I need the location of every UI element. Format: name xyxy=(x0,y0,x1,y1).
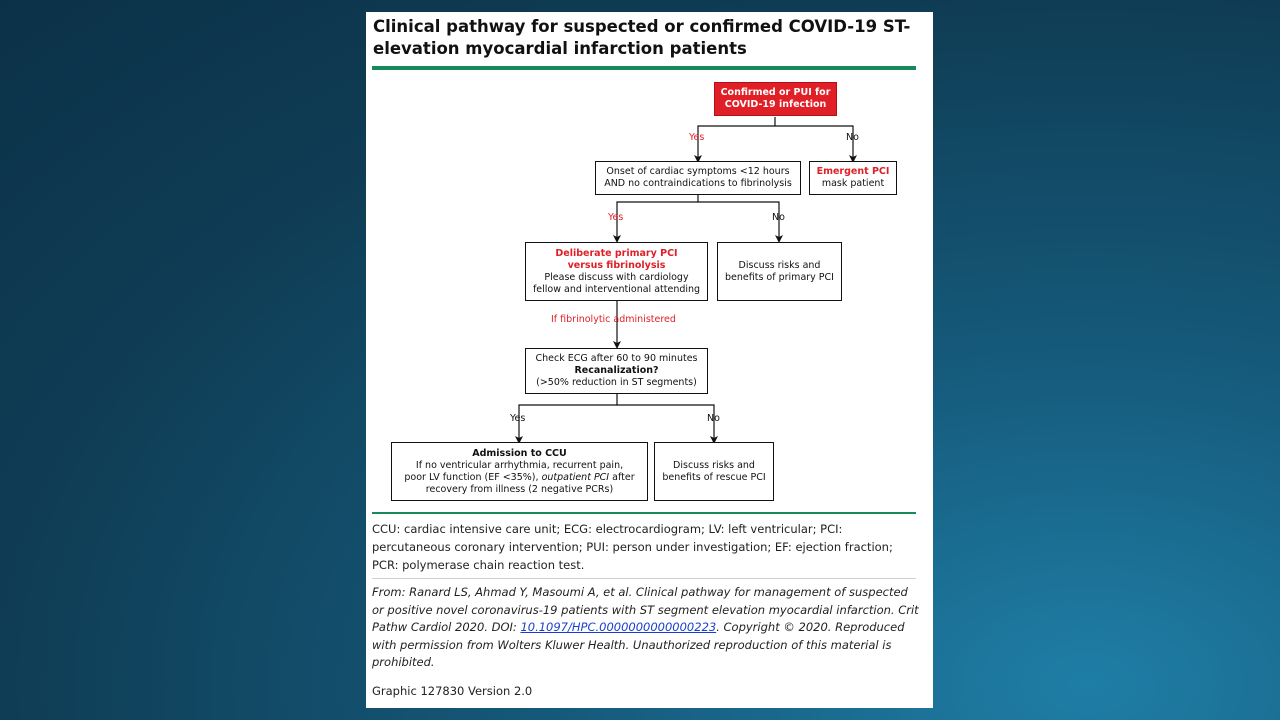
node-admission-line2: If no ventricular arrhythmia, recurrent … xyxy=(415,459,624,471)
node-deliberate-line2: versus fibrinolysis xyxy=(567,259,666,271)
node-deliberate-line4: fellow and interventional attending xyxy=(532,283,701,295)
abbreviation-legend: CCU: cardiac intensive care unit; ECG: e… xyxy=(372,522,893,572)
label-yes-1: Yes xyxy=(689,132,705,143)
node-deliberate-line3: Please discuss with cardiology xyxy=(544,271,689,283)
node-deliberate-line1: Deliberate primary PCI xyxy=(555,247,678,259)
node-admission-line3a: poor LV function (EF <35%), xyxy=(404,471,542,483)
node-discuss-primary-pci: Discuss risks and benefits of primary PC… xyxy=(717,242,842,301)
node-admission-line4: recovery from illness (2 negative PCRs) xyxy=(425,483,614,495)
title-divider xyxy=(372,66,916,70)
label-no-1: No xyxy=(846,132,859,143)
node-deliberate-primary-pci: Deliberate primary PCI versus fibrinolys… xyxy=(525,242,708,301)
node-admission-line3: poor LV function (EF <35%), outpatient P… xyxy=(404,472,634,484)
node-admission-line1: Admission to CCU xyxy=(472,447,567,459)
graphic-card: Clinical pathway for suspected or confir… xyxy=(366,12,933,708)
graphic-title: Clinical pathway for suspected or confir… xyxy=(373,17,911,58)
connector-start-yes xyxy=(694,125,775,163)
node-onset-symptoms-line2: AND no contraindications to fibrinolysis xyxy=(604,178,792,189)
node-emergent-pci-line1: Emergent PCI xyxy=(816,166,890,177)
label-no-2: No xyxy=(772,212,785,223)
graphic-version: Graphic 127830 Version 2.0 xyxy=(372,684,533,698)
connector-check-yes xyxy=(515,404,617,444)
source-citation: From: Ranard LS, Ahmad Y, Masoumi A, et … xyxy=(372,584,922,672)
node-confirmed-or-pui-line1: Confirmed or PUI for xyxy=(720,87,831,98)
label-no-3: No xyxy=(707,413,720,424)
flow-connectors xyxy=(515,117,857,444)
node-check-ecg-line1: Check ECG after 60 to 90 minutes xyxy=(535,353,698,364)
connector-onset-yes xyxy=(613,201,698,243)
node-admission-line3c: after xyxy=(609,471,635,483)
node-onset-symptoms: Onset of cardiac symptoms <12 hours AND … xyxy=(595,161,801,195)
connector-check xyxy=(616,394,718,444)
node-discuss-primary-line1: Discuss risks and xyxy=(738,259,821,271)
doi-link[interactable]: 10.1097/HPC.0000000000000223 xyxy=(520,620,717,635)
node-onset-symptoms-line1: Onset of cardiac symptoms <12 hours xyxy=(606,166,790,177)
node-check-ecg: Check ECG after 60 to 90 minutes Recanal… xyxy=(525,348,708,394)
citation-text-after: . Copyright © 2020. Reproduced with perm… xyxy=(372,620,905,670)
connector-start xyxy=(774,117,857,163)
node-admission-outpatient-pci: outpatient PCI xyxy=(541,471,610,483)
label-yes-3: Yes xyxy=(510,413,526,424)
label-if-fibrinolytic: If fibrinolytic administered xyxy=(551,314,676,325)
node-discuss-primary-line2: benefits of primary PCI xyxy=(725,271,834,283)
node-emergent-pci: Emergent PCI mask patient xyxy=(809,161,897,195)
diagram-bottom-divider xyxy=(372,512,916,514)
node-check-ecg-line2: Recanalization? xyxy=(574,365,659,376)
node-confirmed-or-pui-line2: COVID-19 infection xyxy=(724,99,827,110)
node-discuss-rescue-line1: Discuss risks and xyxy=(673,459,755,471)
node-discuss-rescue-line2: benefits of rescue PCI xyxy=(662,471,766,483)
citation-text-before: From: Ranard LS, Ahmad Y, Masoumi A, et … xyxy=(372,585,919,635)
node-discuss-rescue-pci: Discuss risks and benefits of rescue PCI xyxy=(654,442,774,501)
node-confirmed-or-pui: Confirmed or PUI for COVID-19 infection xyxy=(714,82,837,116)
legend-divider xyxy=(372,578,916,579)
label-yes-2: Yes xyxy=(608,212,624,223)
node-check-ecg-line3: (>50% reduction in ST segments) xyxy=(536,377,697,388)
node-emergent-pci-line2: mask patient xyxy=(821,178,885,189)
node-admission-ccu: Admission to CCU If no ventricular arrhy… xyxy=(391,442,648,501)
connector-onset xyxy=(697,195,783,243)
